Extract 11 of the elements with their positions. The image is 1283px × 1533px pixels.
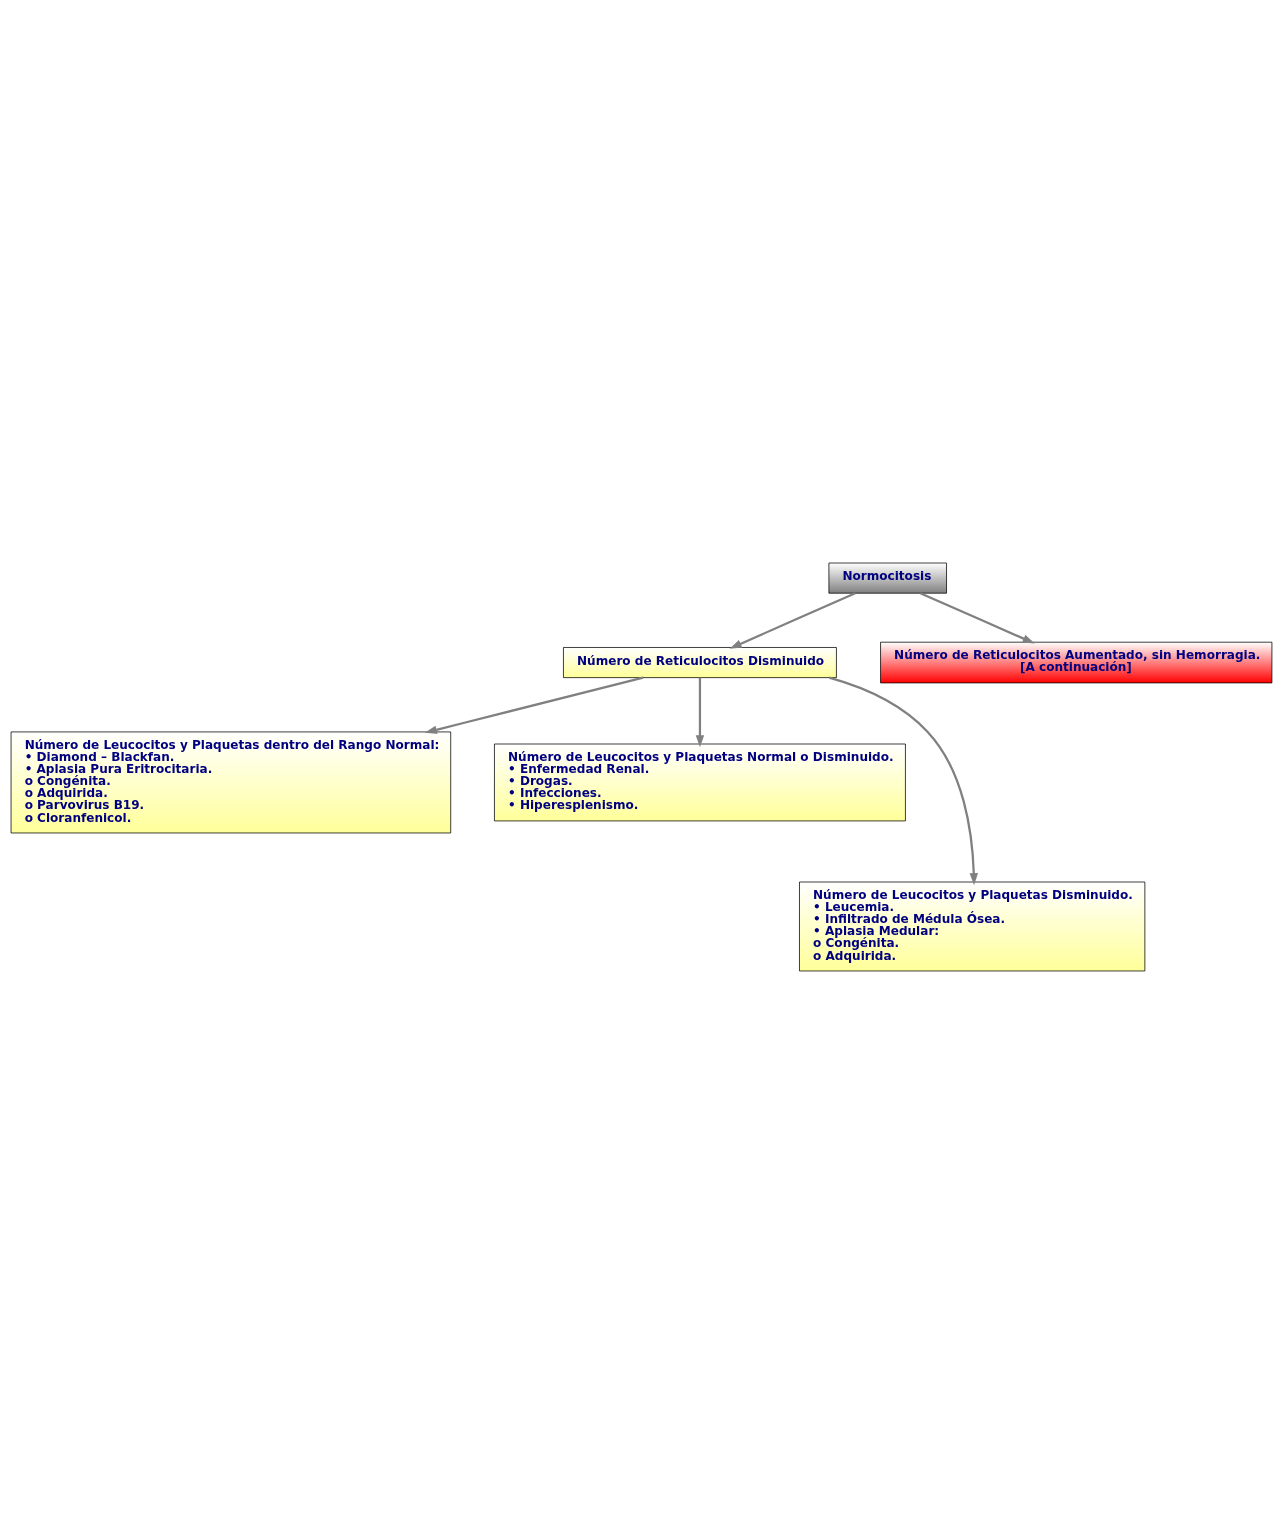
arrow xyxy=(695,677,705,747)
node-box: Normocitosis xyxy=(828,562,947,594)
node-box: Número de Leucocitos y Plaquetas dentro del Rango Normal: • Diamond – Blackfan. • Aplasia Pura Eritrocitaria. o Congénita. o Adquirida. o Parvovirus B19. o Cloranfenicol. xyxy=(10,731,452,833)
arrow xyxy=(424,676,644,734)
node-box: Número de Reticulocitos Disminuido xyxy=(563,646,837,678)
node-box: Número de Reticulocitos Aumentado, sin Hemorragia. [A continuación] xyxy=(880,641,1273,683)
arrow xyxy=(828,676,979,885)
node-box: Número de Leucocitos y Plaquetas Normal o Disminuido. • Enfermedad Renal. • Drogas. • Infecciones. • Hiperesplenismo. xyxy=(494,743,906,821)
arrow xyxy=(919,591,1035,644)
arrow xyxy=(729,591,856,649)
node-box: Número de Leucocitos y Plaquetas Disminuido. • Leucemia. • Infiltrado de Médula Ósea. • Aplasia Medular: o Congénita. o Adquirida. xyxy=(799,881,1146,971)
